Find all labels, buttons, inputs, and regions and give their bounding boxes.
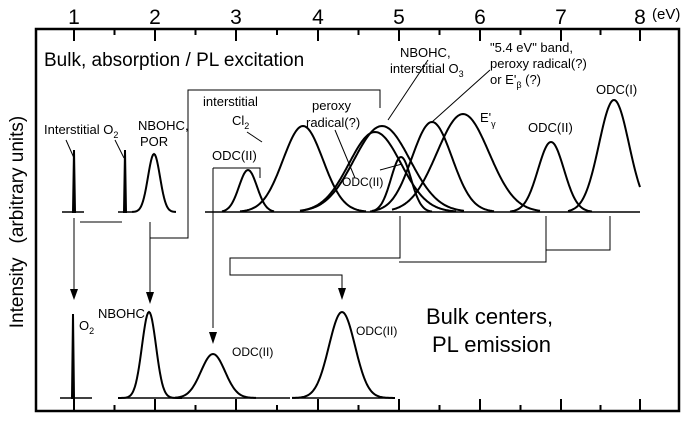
y-axis-label: Intensity(arbitrary units) <box>7 116 28 329</box>
arrowheads <box>70 288 346 344</box>
label-egamma: E'γ <box>480 110 496 129</box>
connectors <box>73 89 611 328</box>
label-interstitial-o2: Interstitial O2 <box>44 122 118 140</box>
label-5-4ev-1: "5.4 eV" band, <box>490 40 573 55</box>
leader-lines <box>65 59 491 179</box>
label-odc2-a: ODC(II) <box>212 148 257 163</box>
emission-panel-title-line1: Bulk centers, <box>426 304 553 329</box>
band-interstitial-o2-right <box>123 149 127 213</box>
band-odc2-7eV <box>509 140 593 213</box>
tick-label-3: 3 <box>230 6 242 29</box>
band-nbohc-o3 <box>299 124 465 212</box>
tick-label-7: 7 <box>555 6 567 29</box>
emission-odc2-a <box>174 352 256 399</box>
tick-label-2: 2 <box>149 6 161 29</box>
label-em-odc2-a: ODC(II) <box>232 345 273 359</box>
emission-o2 <box>71 313 75 399</box>
label-em-odc2-b: ODC(II) <box>356 324 397 338</box>
band-odc2-5eV <box>369 155 433 213</box>
label-odc1: ODC(I) <box>596 82 637 97</box>
tick-label-1: 1 <box>68 6 80 29</box>
label-peroxy-2: radical(?) <box>306 115 360 130</box>
label-em-o2: O2 <box>79 318 94 336</box>
band-5-4eV <box>371 120 495 213</box>
label-odc2-c: ODC(II) <box>528 120 573 135</box>
tick-label-6: 6 <box>474 6 486 29</box>
tick-label-5: 5 <box>393 6 405 29</box>
label-odc2-b: ODC(II) <box>342 175 383 189</box>
band-odc1 <box>567 98 641 212</box>
label-em-nbohc: NBOHC <box>98 306 145 321</box>
baselines <box>60 211 640 399</box>
label-peroxy-1: peroxy <box>312 98 352 113</box>
emission-nbohc <box>118 310 182 399</box>
emission-bands <box>71 310 395 399</box>
absorption-panel-title: Bulk, absorption / PL excitation <box>44 50 304 71</box>
absorption-bands <box>72 98 641 213</box>
emission-panel-title-line2: PL emission <box>432 332 551 357</box>
axis-unit: (eV) <box>652 6 680 23</box>
band-odc2-3eV <box>221 168 275 213</box>
band-interstitial-o2-left <box>72 149 76 213</box>
label-nbohc-por-2: POR <box>140 134 168 149</box>
label-5-4ev-2: peroxy radical(?) <box>490 56 587 71</box>
label-nbohc-io3-2: interstitial O3 <box>390 61 464 79</box>
tick-label-8: 8 <box>634 6 646 29</box>
label-interstitial-cl2-1: interstitial <box>203 94 258 109</box>
tick-label-4: 4 <box>312 6 324 29</box>
label-nbohc-por-1: NBOHC, <box>138 118 189 133</box>
label-nbohc-io3-1: NBOHC, <box>400 45 451 60</box>
axis-ticks <box>73 29 641 411</box>
band-egamma <box>391 112 541 212</box>
emission-odc2-b <box>292 310 395 399</box>
band-nbohc-por <box>132 152 176 213</box>
band-cl2 <box>239 124 367 213</box>
label-5-4ev-3: or E'β (?) <box>490 72 541 90</box>
label-cl2: Cl2 <box>232 113 249 131</box>
band-peroxy <box>299 130 457 213</box>
